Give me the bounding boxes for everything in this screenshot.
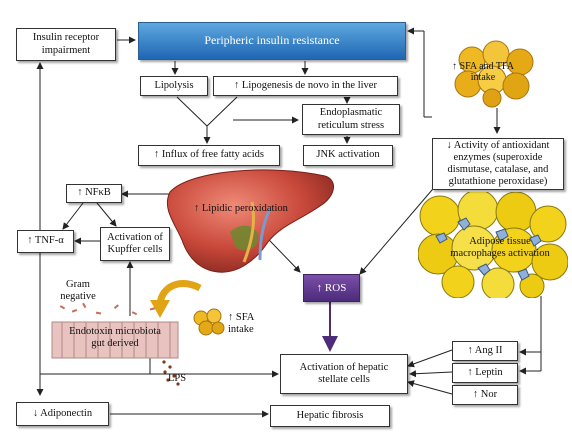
adipose-tissue-illustration: [418, 192, 568, 298]
kupffer-cells-box: Activation of Kupffer cells: [100, 227, 170, 261]
influx-ffa-box: ↑ Influx of free fatty acids: [138, 145, 280, 166]
gram-negative-label: Gram negative: [60, 279, 96, 303]
lps-label: LPS: [168, 373, 187, 384]
jnk-activation-box: JNK activation: [303, 145, 393, 166]
lipidic-peroxidation-label: ↑ Lipidic peroxidation: [194, 203, 288, 214]
sfa-intake-label: ↑ SFA intake: [228, 312, 254, 336]
leptin-box: ↑ Leptin: [452, 363, 518, 383]
fat-cluster-illustration: [454, 40, 534, 108]
curved-arrow-illustration: [150, 280, 202, 318]
hepatic-fibrosis-box: Hepatic fibrosis: [270, 405, 390, 427]
gut-epithelium-illustration: [51, 302, 179, 359]
sfa-tfa-intake-label: ↑ SFA and TFA intake: [452, 60, 514, 84]
nfkb-box: ↑ NFκB: [66, 184, 122, 203]
lipogenesis-box: ↑ Lipogenesis de novo in the liver: [213, 76, 398, 96]
endotoxin-label: Endotoxin microbiota gut derived: [69, 326, 161, 350]
er-stress-box: Endoplasmatic reticulum stress: [302, 104, 400, 135]
ros-box: ↑ ROS: [303, 274, 360, 302]
peripheric-insulin-resistance-box: Peripheric insulin resistance: [138, 22, 406, 60]
tnf-alpha-box: ↑ TNF-α: [17, 230, 74, 253]
antioxidant-enzymes-box: ↓ Activity of antioxidant enzymes (super…: [432, 138, 564, 190]
adipose-macrophages-label: Adipose tissue macrophages activation: [450, 236, 550, 260]
ang-ii-box: ↑ Ang II: [452, 341, 518, 361]
nor-box: ↑ Nor: [452, 385, 518, 405]
hepatic-stellate-cells-box: Activation of hepatic stellate cells: [280, 354, 408, 394]
lps-dots: [162, 360, 180, 386]
insulin-receptor-box: Insulin receptor impairment: [16, 28, 116, 61]
lipolysis-box: Lipolysis: [140, 76, 208, 96]
small-fat-cluster-illustration: [193, 308, 225, 336]
liver-illustration: [166, 169, 334, 273]
adiponectin-box: ↓ Adiponectin: [16, 402, 109, 426]
